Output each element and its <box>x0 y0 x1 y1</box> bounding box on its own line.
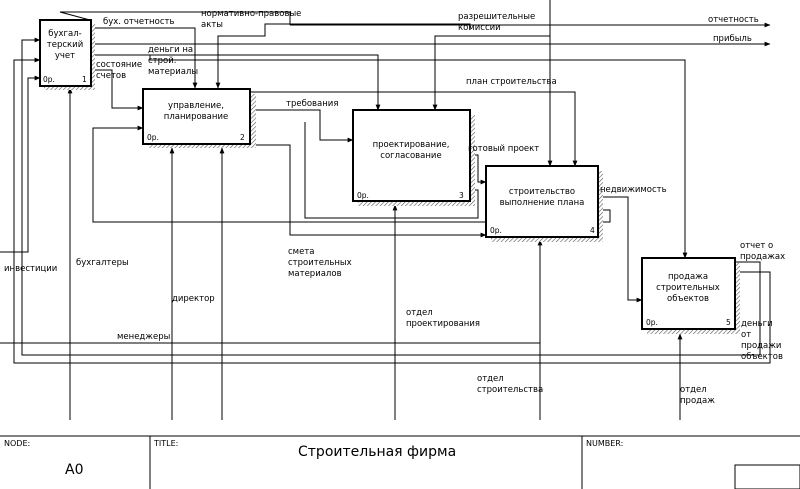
label-otchetnost: отчетность <box>708 15 759 25</box>
arrow-investicii <box>0 75 41 253</box>
block-5-number: 5 <box>726 318 731 327</box>
block-2-line-1: планирование <box>164 112 228 122</box>
label-razresh-1: комиссии <box>458 23 501 33</box>
block-4-line-0: строительство <box>509 187 575 197</box>
block-3-line-0: проектирование, <box>373 140 450 150</box>
block-1-number: 1 <box>82 75 87 84</box>
block-5-line-1: строительных <box>656 283 720 293</box>
label-menedzhery: менеджеры <box>117 332 170 342</box>
arrow-buh-otchetnost-loop <box>59 11 291 25</box>
page-title: Строительная фирма <box>298 444 456 460</box>
label-nedvizhimost: недвижимость <box>600 185 667 195</box>
label-otdel-prodazh-1: продаж <box>680 396 715 406</box>
arrow-feedback-4 <box>92 125 611 223</box>
label-razresh-0: разрешительные <box>458 12 535 22</box>
label-dengi-stroi-0: деньги на <box>148 45 193 55</box>
label-plan-str: план строительства <box>466 77 557 87</box>
block-1-line-1: терский <box>47 40 83 50</box>
label-otdel-str-1: строительства <box>477 385 543 395</box>
block-3-number: 3 <box>459 191 464 200</box>
block-4-cost: 0р. <box>490 226 502 235</box>
block-3-cost: 0р. <box>357 191 369 200</box>
label-dengi-prodazhi-3: объектов <box>741 352 783 362</box>
label-pribyl: прибыль <box>713 34 752 44</box>
label-dengi-prodazhi-2: продажи <box>741 341 781 351</box>
block-4-line-1: выполнение плана <box>500 198 585 208</box>
label-investicii: инвестиции <box>4 264 57 274</box>
block-1-line-0: бухгал- <box>48 29 81 39</box>
label-otchet-prodazhah-0: отчет о <box>740 241 773 251</box>
arrow-buh-otchetnost <box>95 27 198 89</box>
label-otdel-proekt-0: отдел <box>406 308 433 318</box>
block-1-line-2: учет <box>55 51 75 61</box>
label-sostoyanie-1: счетов <box>96 71 126 81</box>
block-5[interactable]: продажа строительных объектов 0р. 5 <box>641 257 740 334</box>
label-sostoyanie-0: состояние <box>96 60 142 70</box>
label-direktor: директор <box>172 294 215 304</box>
title-block <box>0 435 800 489</box>
block-1[interactable]: бухгал- терский учет 0р. 1 <box>39 19 95 90</box>
block-5-line-2: объектов <box>667 294 709 304</box>
label-gotovy-proekt: готовый проект <box>468 144 539 154</box>
node-value: A0 <box>65 462 83 478</box>
label-trebovaniya: требования <box>286 99 338 109</box>
title-label: TITLE: <box>153 439 178 448</box>
arrows <box>0 0 771 420</box>
arrow-otchet-prodazhah <box>21 37 761 356</box>
block-3-line-1: согласование <box>380 151 441 161</box>
number-label: NUMBER: <box>586 439 623 448</box>
block-4-number: 4 <box>590 226 595 235</box>
block-4[interactable]: строительство выполнение плана 0р. 4 <box>485 165 603 242</box>
arrow-normativ-2 <box>264 23 471 36</box>
arrow-razresh-2 <box>432 35 550 111</box>
label-dengi-prodazhi-0: деньги <box>741 319 773 329</box>
label-otdel-prodazh-0: отдел <box>680 385 707 395</box>
arrow-nedvizhimost <box>598 196 643 303</box>
label-dengi-stroi-2: материалы <box>148 67 198 77</box>
arrow-smeta <box>250 144 487 238</box>
arrow-menedzhery <box>0 300 541 344</box>
block-2[interactable]: управление, планирование 0р. 2 <box>142 88 256 148</box>
label-dengi-stroi-1: строй. <box>148 56 176 66</box>
block-1-cost: 0р. <box>43 75 55 84</box>
arrow-trebovaniya <box>250 109 354 143</box>
label-normativ-0: нормативно-правовые <box>201 9 301 19</box>
block-5-cost: 0р. <box>646 318 658 327</box>
label-smeta-1: строительных <box>288 258 352 268</box>
label-dengi-prodazhi-1: от <box>741 330 751 340</box>
arrow-labels: бух. отчетность нормативно-правовые акты… <box>4 9 785 406</box>
label-smeta-2: материалов <box>288 269 342 279</box>
label-otdel-proekt-1: проектирования <box>406 319 480 329</box>
arrow-dengi-stroi-2 <box>149 55 688 259</box>
label-otdel-str-0: отдел <box>477 374 504 384</box>
label-otchet-prodazhah-1: продажах <box>740 252 785 262</box>
blocks: бухгал- терский учет 0р. 1 управление, п… <box>39 19 740 334</box>
block-3[interactable]: проектирование, согласование 0р. 3 <box>352 109 475 206</box>
node-label: NODE: <box>4 439 30 448</box>
block-2-number: 2 <box>240 133 245 142</box>
arrow-plan-str <box>250 91 578 167</box>
label-smeta-0: смета <box>288 247 314 257</box>
block-2-line-0: управление, <box>168 101 224 111</box>
arrow-feedback-3 <box>304 122 479 219</box>
label-normativ-1: акты <box>201 20 223 30</box>
label-buh-otchetnost: бух. отчетность <box>103 17 174 27</box>
arrow-sostoyanie <box>95 69 144 111</box>
arrow-dengi-prodazhi <box>13 57 771 364</box>
label-buhgaltery: бухгалтеры <box>76 258 129 268</box>
block-5-line-0: продажа <box>668 272 708 282</box>
arrow-normativ <box>215 24 266 89</box>
block-2-cost: 0р. <box>147 133 159 142</box>
